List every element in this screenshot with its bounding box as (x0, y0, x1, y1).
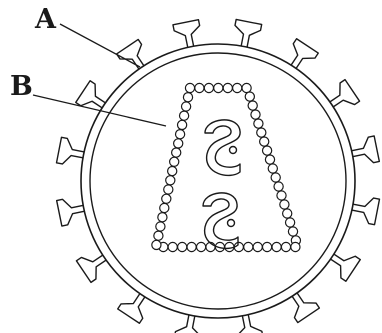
capsomere (233, 83, 242, 92)
capsomere (168, 167, 177, 176)
capsomere (174, 139, 183, 148)
capsomere (156, 222, 165, 231)
capsomere (254, 119, 263, 128)
genome-end-dot-lower (228, 220, 235, 227)
capsomere (274, 182, 283, 191)
capsomere (178, 120, 187, 129)
capsomere (253, 242, 262, 251)
capsomere (288, 227, 297, 236)
capsomere (283, 209, 292, 218)
label-b: B (10, 71, 33, 102)
capsomere (176, 130, 185, 139)
capsomere (172, 148, 181, 157)
capsomere (263, 242, 272, 251)
capsomere (195, 83, 204, 92)
capsomere (242, 83, 251, 92)
capsomere (271, 173, 280, 182)
capsomere (245, 92, 254, 101)
genome-end-dot-upper (230, 147, 237, 154)
capsomere (183, 93, 192, 102)
capsomere (277, 191, 286, 200)
capsomere (158, 213, 167, 222)
capsomere (197, 242, 206, 251)
capsomere (187, 242, 196, 251)
capsomere (168, 242, 177, 251)
capsomere (180, 111, 189, 120)
capsomere (170, 157, 179, 166)
capsomere (178, 242, 187, 251)
capsomere (251, 110, 260, 119)
capsomere (268, 164, 277, 173)
capsomere (281, 242, 290, 251)
capsomere (257, 128, 266, 137)
capsomere (244, 242, 253, 251)
capsomere (248, 101, 257, 110)
capsomere (182, 102, 191, 111)
capsomere (162, 194, 171, 203)
capsomere (166, 176, 175, 185)
capsomere (223, 83, 232, 92)
capsomere (263, 146, 272, 155)
capsomere (154, 231, 163, 240)
label-a: A (34, 4, 57, 35)
capsomere (272, 242, 281, 251)
capsomere (286, 218, 295, 227)
capsomere (265, 155, 274, 164)
capsomere (160, 203, 169, 212)
capsomere (164, 185, 173, 194)
capsomere (152, 240, 161, 249)
capsomere (280, 200, 289, 209)
capsomere (185, 83, 194, 92)
capsomere (204, 83, 213, 92)
capsomere (214, 83, 223, 92)
capsomere (260, 137, 269, 146)
capsomere (291, 242, 300, 251)
